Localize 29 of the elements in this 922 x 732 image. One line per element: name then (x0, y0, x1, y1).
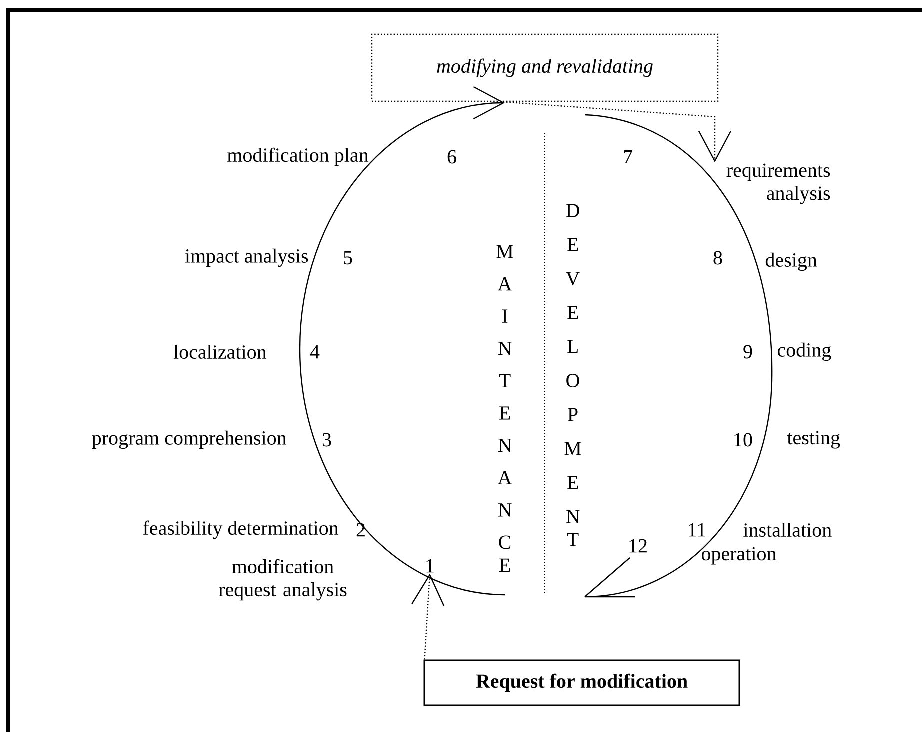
step-number: 5 (344, 251, 352, 265)
step-label: operation (702, 547, 776, 565)
step-number: 4 (310, 345, 320, 359)
note-box: modifying and revalidating (371, 34, 719, 102)
step-label: installation (744, 522, 832, 538)
step-label: impact analysis (185, 248, 308, 268)
step-number: 6 (448, 150, 456, 164)
step-number: 3 (322, 433, 332, 447)
step-number: 11 (689, 523, 706, 537)
step-label: design (766, 252, 818, 272)
step-label: feasibility determination (143, 520, 339, 540)
arrow (503, 102, 732, 163)
step-number: 10 (734, 433, 752, 447)
step-number: 12 (630, 539, 647, 553)
arrow (412, 574, 445, 660)
step-label: requirements analysis (726, 164, 830, 204)
process-box: Request for modification (424, 660, 740, 706)
step-label: coding (778, 342, 832, 362)
step-label: program comprehension (92, 430, 286, 450)
vertical-label: DEVELOPMENT (564, 204, 582, 546)
step-number: 1 (426, 559, 434, 573)
step-label: modification request analysis (218, 559, 347, 601)
step-label: testing (787, 431, 840, 449)
vertical-label: MAINTENANCE (496, 245, 514, 572)
step-number: 8 (714, 251, 722, 265)
step-number: 9 (744, 345, 752, 359)
step-label: modification plan (228, 148, 369, 166)
step-label: localization (174, 344, 267, 360)
step-number: 7 (624, 150, 632, 164)
